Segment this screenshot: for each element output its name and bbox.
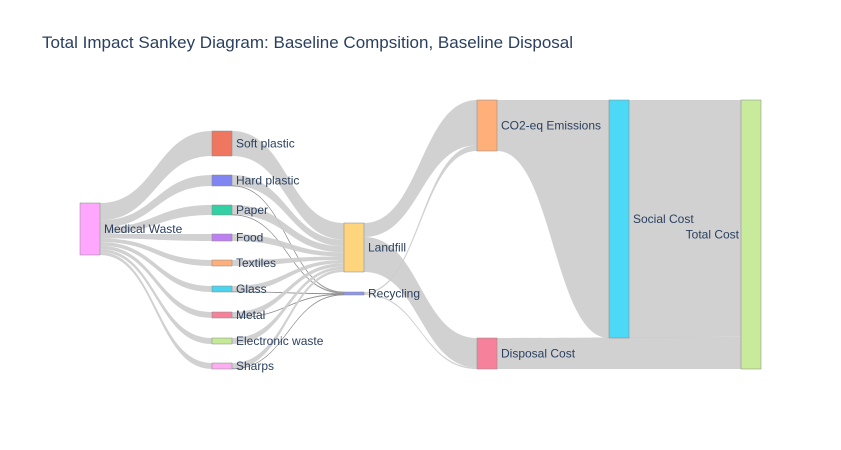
- node-paper[interactable]: [211, 204, 233, 216]
- link-medical_waste-to-glass[interactable]: [100, 242, 212, 292]
- node-hard_plastic[interactable]: [211, 174, 233, 187]
- node-label-recycling: Recycling: [368, 287, 420, 301]
- link-medical_waste-to-textiles[interactable]: [100, 238, 212, 266]
- link-soft_plastic-to-landfill[interactable]: [232, 131, 344, 240]
- node-recycling[interactable]: [343, 291, 365, 296]
- node-metal[interactable]: [211, 311, 233, 319]
- link-social_cost-to-total_cost[interactable]: [629, 100, 741, 338]
- node-label-glass: Glass: [236, 282, 267, 296]
- node-food[interactable]: [211, 233, 233, 242]
- node-label-sharps: Sharps: [236, 359, 274, 373]
- link-landfill-to-disposal_cost[interactable]: [364, 237, 477, 368]
- link-recycling-to-co2_emissions[interactable]: [364, 145, 477, 294]
- link-medical_waste-to-electronic_waste[interactable]: [100, 249, 212, 344]
- node-co2_emissions[interactable]: [476, 99, 498, 152]
- link-landfill-to-co2_emissions[interactable]: [364, 100, 477, 237]
- node-label-social_cost: Social Cost: [633, 212, 694, 226]
- link-hard_plastic-to-landfill[interactable]: [232, 175, 344, 247]
- link-sharps-to-landfill[interactable]: [232, 269, 344, 369]
- node-label-hard_plastic: Hard plastic: [236, 174, 299, 188]
- node-medical_waste[interactable]: [79, 202, 101, 256]
- node-label-landfill: Landfill: [368, 241, 406, 255]
- node-label-disposal_cost: Disposal Cost: [501, 347, 576, 361]
- node-label-total_cost: Total Cost: [686, 228, 740, 242]
- link-medical_waste-to-paper[interactable]: [100, 205, 212, 235]
- link-food-to-landfill[interactable]: [232, 234, 344, 257]
- node-disposal_cost[interactable]: [476, 337, 498, 370]
- node-label-soft_plastic: Soft plastic: [236, 137, 295, 151]
- link-medical_waste-to-food[interactable]: [100, 234, 212, 241]
- chart-title: Total Impact Sankey Diagram: Baseline Co…: [42, 33, 574, 52]
- link-electronic_waste-to-landfill[interactable]: [232, 266, 344, 344]
- link-paper-to-landfill[interactable]: [232, 205, 344, 253]
- node-total_cost[interactable]: [740, 99, 762, 370]
- node-electronic_waste[interactable]: [211, 337, 233, 345]
- link-metal-to-landfill[interactable]: [232, 263, 344, 318]
- link-recycling-to-disposal_cost[interactable]: [364, 293, 477, 370]
- node-glass[interactable]: [211, 285, 233, 293]
- link-medical_waste-to-soft_plastic[interactable]: [100, 131, 212, 221]
- node-landfill[interactable]: [343, 222, 365, 273]
- node-label-co2_emissions: CO2-eq Emissions: [501, 119, 601, 133]
- node-social_cost[interactable]: [608, 99, 630, 339]
- node-textiles[interactable]: [211, 259, 233, 267]
- node-label-textiles: Textiles: [236, 256, 276, 270]
- link-medical_waste-to-sharps[interactable]: [100, 252, 212, 369]
- node-label-electronic_waste: Electronic waste: [236, 334, 324, 348]
- link-medical_waste-to-hard_plastic[interactable]: [100, 175, 212, 228]
- node-sharps[interactable]: [211, 362, 233, 370]
- sankey-nodes: [79, 99, 762, 370]
- node-label-medical_waste: Medical Waste: [104, 222, 183, 236]
- node-soft_plastic[interactable]: [211, 130, 233, 157]
- link-textiles-to-landfill[interactable]: [232, 256, 344, 266]
- link-glass-to-landfill[interactable]: [232, 259, 344, 292]
- node-label-food: Food: [236, 231, 263, 245]
- link-disposal_cost-to-total_cost[interactable]: [497, 336, 741, 369]
- sankey-links: [100, 100, 741, 370]
- node-label-paper: Paper: [236, 203, 268, 217]
- link-co2_emissions-to-social_cost[interactable]: [497, 100, 609, 338]
- node-label-metal: Metal: [236, 308, 265, 322]
- link-medical_waste-to-metal[interactable]: [100, 245, 212, 318]
